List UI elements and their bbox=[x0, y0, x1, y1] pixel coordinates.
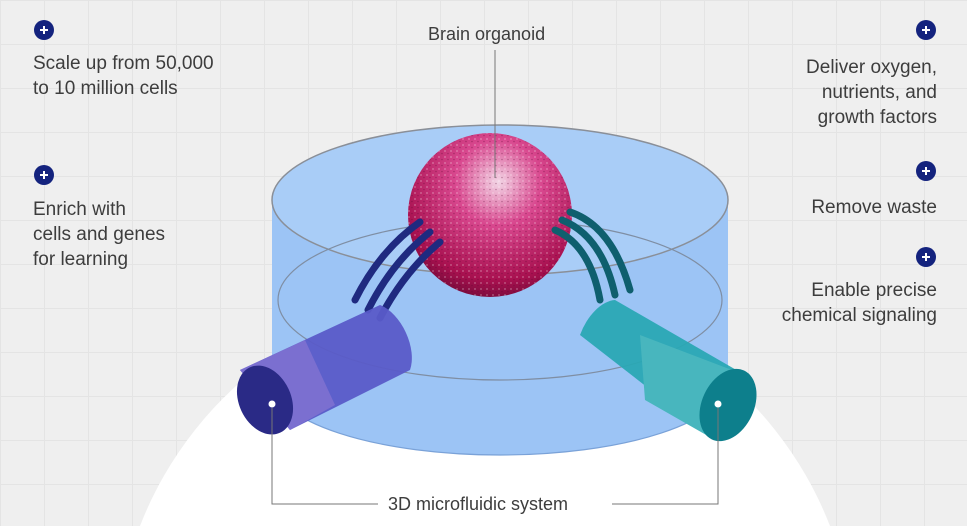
feature-remove-waste: Remove waste bbox=[811, 195, 937, 220]
bracket-right bbox=[612, 408, 719, 505]
microfluidic-system-label: 3D microfluidic system bbox=[388, 494, 569, 514]
feature-chemical-signaling: Enable precise chemical signaling bbox=[782, 278, 937, 328]
plus-circle-icon bbox=[916, 161, 936, 181]
plus-circle-icon bbox=[34, 165, 54, 185]
feature-scale-up: Scale up from 50,000 to 10 million cells bbox=[33, 51, 214, 101]
feature-line: Enrich with bbox=[33, 199, 126, 220]
feature-deliver-oxygen: Deliver oxygen, nutrients, and growth fa… bbox=[806, 55, 937, 130]
bracket-left bbox=[271, 408, 378, 505]
right-channels bbox=[551, 208, 634, 304]
feature-line: for learning bbox=[33, 249, 129, 270]
feature-enrich: Enrich with cells and genes for learning bbox=[33, 197, 165, 272]
left-tube bbox=[236, 305, 412, 435]
feature-line: Deliver oxygen, bbox=[806, 57, 937, 78]
feature-line: growth factors bbox=[817, 107, 937, 128]
brain-organoid-label: Brain organoid bbox=[428, 24, 546, 44]
feature-line: cells and genes bbox=[33, 224, 166, 245]
plus-circle-icon bbox=[916, 20, 936, 40]
feature-line: nutrients, and bbox=[821, 82, 937, 103]
brain-organoid bbox=[408, 133, 572, 297]
plus-circle-icon bbox=[34, 20, 54, 40]
feature-line: Scale up from 50,000 bbox=[33, 53, 214, 74]
feature-line: to 10 million cells bbox=[33, 78, 178, 99]
feature-line: Remove waste bbox=[811, 197, 937, 218]
plus-circle-icon bbox=[916, 247, 936, 267]
feature-line: Enable precise bbox=[811, 280, 937, 301]
right-tube bbox=[580, 300, 757, 442]
feature-line: chemical signaling bbox=[781, 305, 937, 326]
